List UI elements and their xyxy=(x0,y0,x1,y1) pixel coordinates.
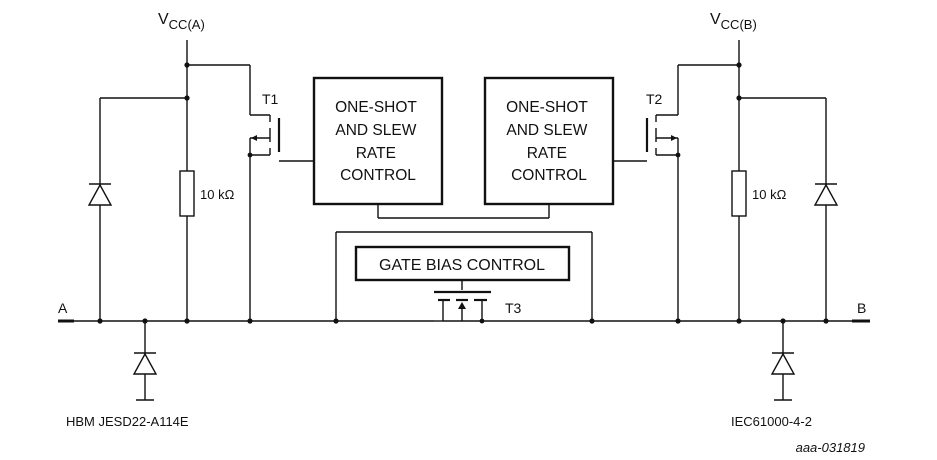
one-shot-left-text: ONE-SHOT AND SLEW RATE CONTROL xyxy=(335,99,421,184)
diode-esd-right xyxy=(770,318,796,401)
control-wires xyxy=(333,204,595,324)
esd-left-label: HBM JESD22-A114E xyxy=(66,414,189,429)
figure-id: aaa-031819 xyxy=(796,440,865,455)
resistor-left-value: 10 kΩ xyxy=(200,187,235,202)
vcc-b-label: VCC(B) xyxy=(710,11,757,32)
one-shot-left-block xyxy=(312,76,444,206)
port-a-label: A xyxy=(58,300,68,316)
vcc-a-network xyxy=(97,40,251,324)
port-b-label: B xyxy=(857,300,866,316)
one-shot-right-block xyxy=(483,76,615,206)
diode-esd-left xyxy=(132,318,158,401)
diode-left-upper xyxy=(87,183,113,206)
one-shot-right-text: ONE-SHOT AND SLEW RATE CONTROL xyxy=(506,99,592,184)
resistor-right xyxy=(731,170,747,217)
transistor-t2 xyxy=(613,114,681,324)
transistor-t3 xyxy=(434,280,491,324)
diode-right-upper xyxy=(813,183,839,206)
vcc-a-label: VCC(A) xyxy=(158,11,205,32)
t1-label: T1 xyxy=(262,91,279,107)
gate-bias-control-text: GATE BIAS CONTROL xyxy=(379,257,545,274)
t2-label: T2 xyxy=(646,91,663,107)
resistor-left xyxy=(179,170,195,217)
transistor-t1 xyxy=(247,114,314,324)
resistor-right-value: 10 kΩ xyxy=(752,187,787,202)
esd-right-label: IEC61000-4-2 xyxy=(731,414,812,429)
t3-label: T3 xyxy=(505,300,522,316)
vcc-b-network xyxy=(677,40,829,324)
